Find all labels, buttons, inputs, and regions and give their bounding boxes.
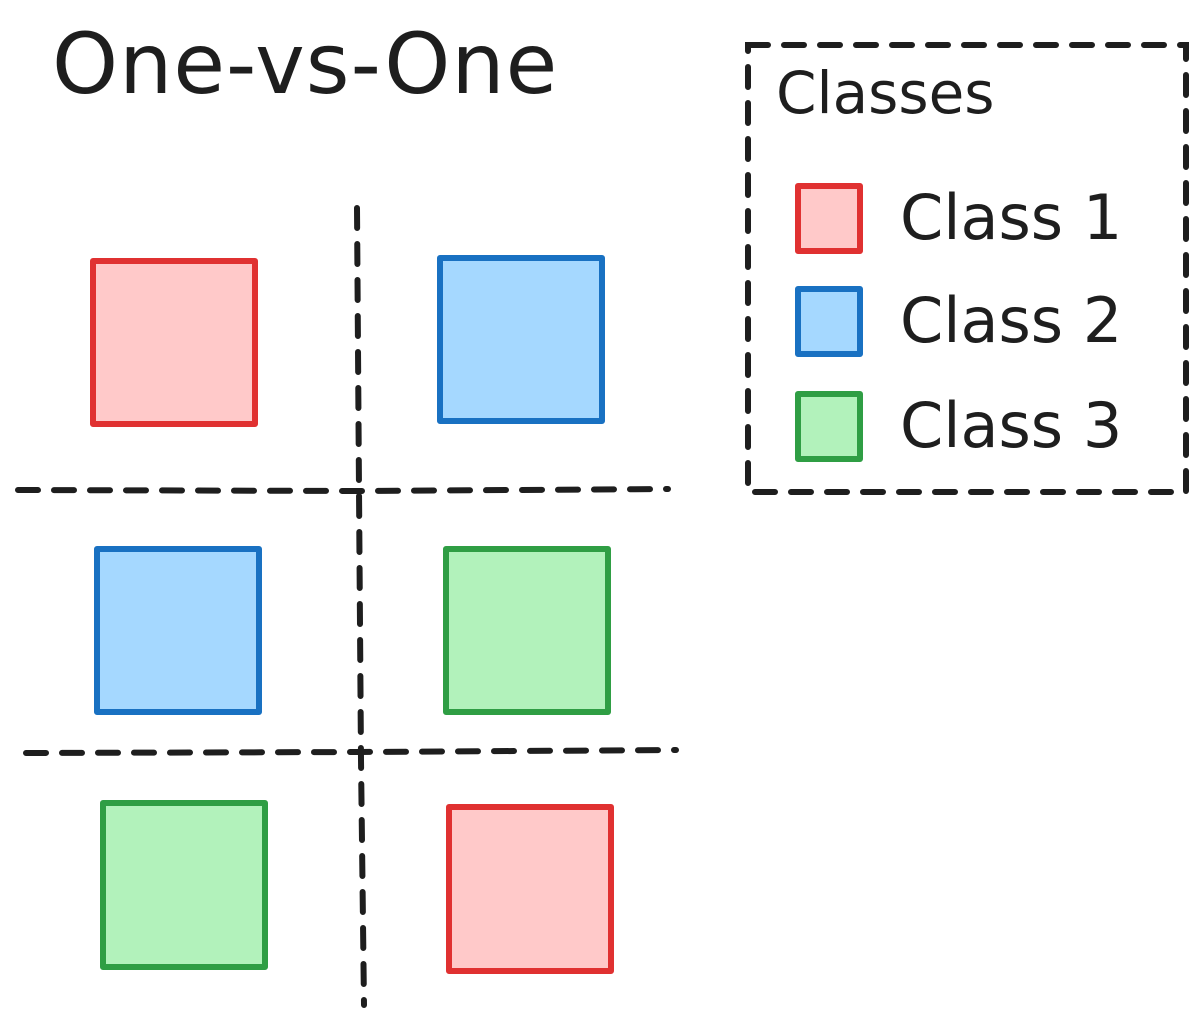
pair-2-right-square xyxy=(443,546,611,715)
pair-1-right-square xyxy=(437,255,605,424)
diagram-title: One-vs-One xyxy=(52,15,559,113)
horizontal-divider-2 xyxy=(23,747,679,756)
legend-swatch-class-2 xyxy=(795,286,863,357)
legend-label-class-2: Class 2 xyxy=(900,284,1123,357)
legend-swatch-class-1 xyxy=(795,183,863,254)
pair-3-left-square xyxy=(100,800,268,970)
pair-2-left-square xyxy=(94,546,262,715)
legend-title: Classes xyxy=(776,59,995,127)
vertical-divider xyxy=(354,205,367,1008)
horizontal-divider-1 xyxy=(15,486,671,495)
legend-label-class-1: Class 1 xyxy=(900,181,1123,254)
pair-1-left-square xyxy=(90,258,258,427)
legend-swatch-class-3 xyxy=(795,391,863,462)
legend-label-class-3: Class 3 xyxy=(900,389,1123,462)
pair-3-right-square xyxy=(446,804,614,974)
legend-box xyxy=(745,42,1189,495)
